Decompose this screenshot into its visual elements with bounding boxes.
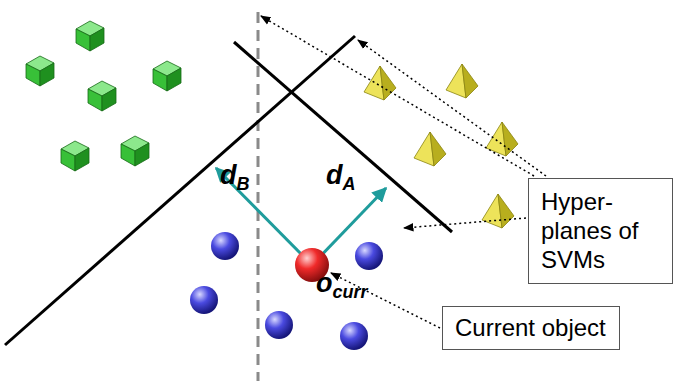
object-label: ocurr: [316, 268, 368, 298]
callout-box: Current object: [442, 306, 620, 350]
distance-label: dB: [220, 160, 250, 190]
leader-line: [404, 218, 526, 228]
svm-hyperplane-a: [5, 36, 355, 345]
leader-lines: [261, 16, 546, 328]
green-cubes: [26, 21, 181, 171]
leader-line: [358, 40, 546, 176]
leader-line: [261, 16, 534, 176]
callout-box: Hyper- planes of SVMs: [528, 178, 673, 284]
yellow-pyramids: [364, 64, 518, 228]
leader-line: [331, 273, 440, 328]
callout-text: Current object: [455, 313, 606, 342]
svm-dashed-hyperplane: [257, 12, 260, 381]
svm-hyperplane-b: [234, 42, 452, 232]
callout-text: Hyper- planes of SVMs: [541, 187, 659, 274]
distance-label: dA: [326, 160, 356, 190]
blue-spheres: [190, 232, 383, 350]
